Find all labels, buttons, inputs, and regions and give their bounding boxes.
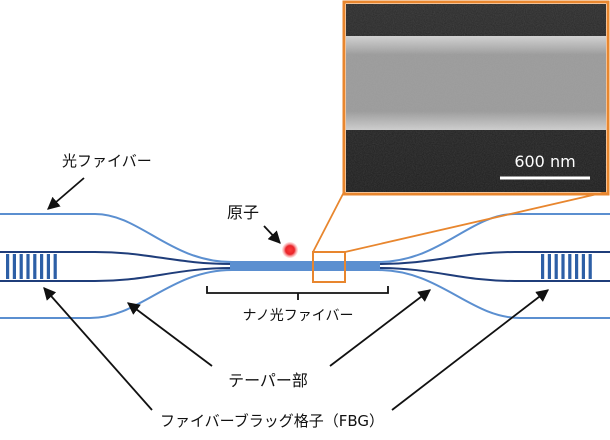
label-optical-fiber: 光ファイバー <box>62 152 152 170</box>
grating-line <box>12 254 16 279</box>
arrow-taper-right <box>329 289 432 367</box>
grating-line <box>40 254 44 279</box>
arrow-fbg-right <box>391 289 549 411</box>
label-nanofiber: ナノ光ファイバー <box>242 308 353 324</box>
zoom-connector-right <box>344 191 607 253</box>
arrow-atom <box>263 225 281 244</box>
arrow-fbg-left <box>43 287 153 411</box>
scale-bar-label: 600 nm <box>514 152 575 171</box>
grating-line <box>33 254 37 279</box>
grating-line <box>581 254 585 279</box>
zoom-region-box <box>312 251 346 283</box>
grating-line <box>561 254 565 279</box>
grating-line <box>575 254 579 279</box>
sem-inset: 600 nm <box>346 4 606 192</box>
fiber-cladding-top <box>0 213 610 263</box>
grating-line <box>588 254 592 279</box>
grating-line <box>53 254 57 279</box>
arrow-taper-left <box>126 302 213 367</box>
label-taper: テーパー部 <box>228 371 308 390</box>
grating-line <box>46 254 50 279</box>
grating-line <box>6 254 10 279</box>
label-atom: 原子 <box>227 203 259 222</box>
arrow-optical-fiber <box>47 177 85 210</box>
grating-line <box>19 254 23 279</box>
fbg-grating-left <box>6 254 57 279</box>
grating-line <box>26 254 30 279</box>
sem-inset-frame <box>342 0 610 196</box>
nanofiber-bracket <box>206 286 389 300</box>
grating-line <box>547 254 551 279</box>
zoom-connector-left <box>312 191 345 253</box>
label-fbg: ファイバーブラッグ格子（FBG） <box>160 412 384 430</box>
grating-line <box>568 254 572 279</box>
grating-line <box>541 254 545 279</box>
nanofiber-waist <box>230 263 380 269</box>
fbg-grating-right <box>541 254 592 279</box>
atom-dot <box>282 242 298 258</box>
grating-line <box>554 254 558 279</box>
